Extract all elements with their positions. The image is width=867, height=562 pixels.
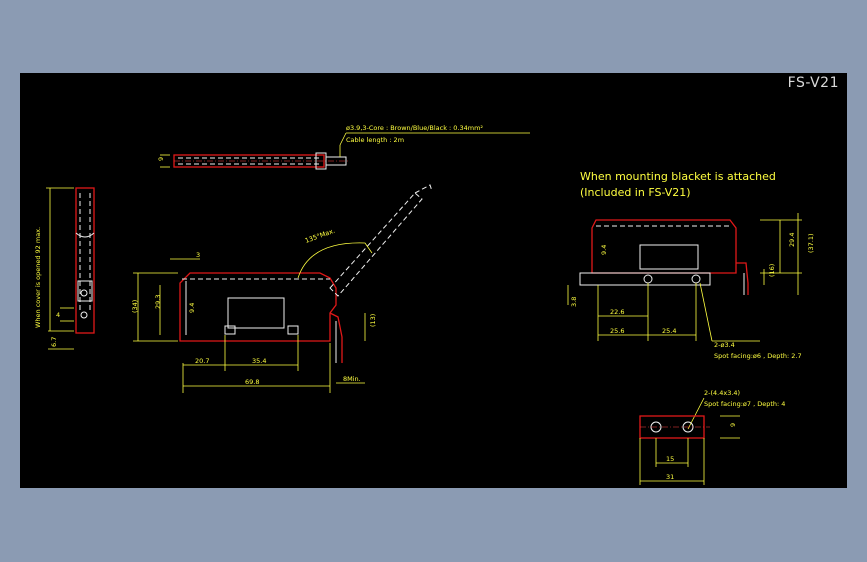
plate-holes: 2-(4.4x3.4) bbox=[704, 389, 740, 397]
bracket-heading-2: (Included in FS-V21) bbox=[580, 186, 691, 199]
end-dim-4: 4 bbox=[56, 311, 60, 319]
side-view: 135°Max. (34) 29.3 9.4 3 (13) 20.7 35.4 bbox=[131, 184, 433, 393]
cable-view: ø3.9,3-Core : Brown/Blue/Black : 0.34mm²… bbox=[157, 124, 530, 170]
side-dim-69-8: 69.8 bbox=[245, 378, 259, 386]
end-dim-6-7: 6.7 bbox=[50, 337, 58, 347]
bracket-dim-37-1: (37.1) bbox=[807, 233, 815, 253]
plate-dim-15: 15 bbox=[666, 455, 674, 463]
bracket-heading-1: When mounting blacket is attached bbox=[580, 170, 776, 183]
side-dim-8min: 8Min. bbox=[343, 375, 361, 383]
side-dim-34: (34) bbox=[131, 300, 139, 313]
cable-dim-9: 9 bbox=[157, 157, 165, 161]
side-dim-20-7: 20.7 bbox=[195, 357, 209, 365]
bracket-dim-22-6: 22.6 bbox=[610, 308, 624, 316]
cover-open-note: When cover is opened 92 max. bbox=[34, 227, 42, 328]
bracket-dim-3-8: 3.8 bbox=[570, 297, 578, 307]
bracket-dim-16: (16) bbox=[768, 264, 776, 277]
side-dim-13: (13) bbox=[369, 314, 377, 327]
open-angle: 135°Max. bbox=[304, 227, 336, 245]
drawing-title: FS-V21 bbox=[787, 75, 839, 91]
bracket-dim-25-4: 25.4 bbox=[662, 327, 676, 335]
side-dim-3: 3 bbox=[196, 251, 200, 259]
cad-drawing-canvas: FS-V21 ø3.9,3-Core : Brown/Blue/Black : … bbox=[20, 73, 847, 488]
bracket-view: When mounting blacket is attached (Inclu… bbox=[567, 170, 815, 360]
bracket-dim-9-4: 9.4 bbox=[600, 245, 608, 255]
cable-note: ø3.9,3-Core : Brown/Blue/Black : 0.34mm² bbox=[346, 124, 483, 132]
plate-spot: Spot facing:ø7 , Depth: 4 bbox=[704, 400, 785, 408]
bracket-spot: Spot facing:ø6 , Depth: 2.7 bbox=[714, 352, 802, 360]
side-dim-29-3: 29.3 bbox=[154, 295, 162, 309]
side-dim-9-4: 9.4 bbox=[188, 303, 196, 313]
cable-length: Cable length : 2m bbox=[346, 136, 404, 144]
bracket-dim-25-6: 25.6 bbox=[610, 327, 624, 335]
end-view: When cover is opened 92 max. 4 6.7 bbox=[34, 187, 95, 350]
drawing-svg: ø3.9,3-Core : Brown/Blue/Black : 0.34mm²… bbox=[34, 124, 815, 485]
bracket-dim-29-4: 29.4 bbox=[788, 233, 796, 247]
plate-dim-9: 9 bbox=[729, 423, 737, 427]
plate-view: 2-(4.4x3.4) Spot facing:ø7 , Depth: 4 9 … bbox=[639, 389, 785, 485]
bracket-hole: 2-ø3.4 bbox=[714, 341, 735, 349]
side-dim-35-4: 35.4 bbox=[252, 357, 266, 365]
plate-dim-31: 31 bbox=[666, 473, 674, 481]
